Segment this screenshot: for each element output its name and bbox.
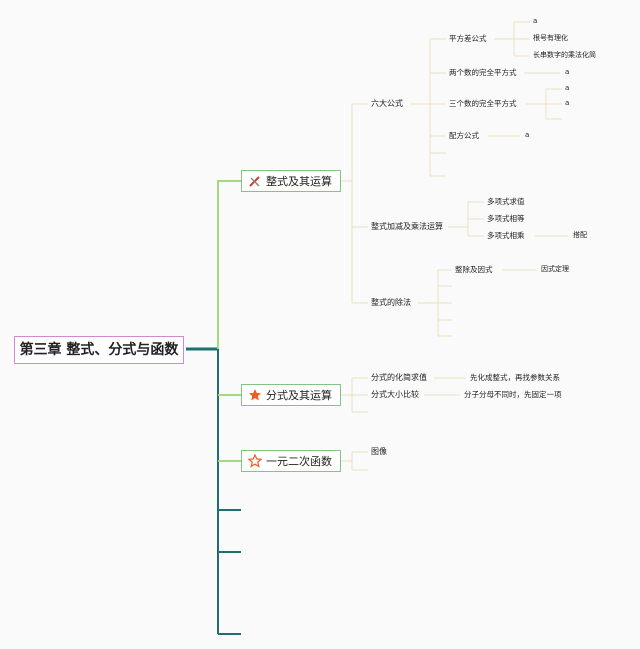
node-graph[interactable]: 图像 [371,447,387,456]
leaf-pairing[interactable]: 搭配 [573,231,587,239]
leaf-compare-hint[interactable]: 分子分母不同时，先固定一项 [464,390,562,399]
leaf-simplify-hint[interactable]: 先化成整式，再找参数关系 [470,373,560,382]
leaf-a[interactable]: a [533,17,538,25]
node-square-two[interactable]: 两个数的完全平方式 [449,68,517,77]
node-poly-equal[interactable]: 多项式相等 [487,214,525,223]
node-poly-eval[interactable]: 多项式求值 [487,197,525,206]
node-division[interactable]: 整式的除法 [371,298,411,307]
leaf-a[interactable]: a [565,68,570,76]
leaf-rationalize[interactable]: 根号有理化 [533,34,568,42]
leaf-a[interactable]: a [565,84,570,92]
star-outline-icon [248,454,262,468]
branch-quadratic[interactable]: 一元二次函数 [241,450,341,472]
node-complete-square[interactable]: 配方公式 [449,131,479,140]
branch-label: 整式及其运算 [266,174,332,188]
root-node[interactable]: 第三章 整式、分式与函数 [14,336,184,364]
node-poly-multiply[interactable]: 多项式相乘 [487,231,525,240]
leaf-a[interactable]: a [565,99,570,107]
node-square-three[interactable]: 三个数的完全平方式 [449,99,517,108]
pencil-ruler-icon [249,176,260,187]
node-six-formulas[interactable]: 六大公式 [371,99,403,108]
star-filled-icon [249,389,261,401]
node-add-mul[interactable]: 整式加减及乘法运算 [371,222,443,231]
leaf-long-multiply[interactable]: 长串数字的乘法化简 [533,51,596,59]
branch-label: 一元二次函数 [266,454,332,468]
leaf-factor-theorem[interactable]: 因式定理 [541,265,569,273]
leaf-a[interactable]: a [525,131,530,139]
node-divisible-factor[interactable]: 整除及因式 [455,265,493,274]
node-diff-squares[interactable]: 平方差公式 [449,34,487,43]
branch-label: 分式及其运算 [266,388,332,402]
node-fraction-simplify[interactable]: 分式的化简求值 [371,373,427,382]
node-fraction-compare[interactable]: 分式大小比较 [371,390,419,399]
branch-fraction-ops[interactable]: 分式及其运算 [241,384,341,406]
branch-integer-ops[interactable]: 整式及其运算 [241,170,341,192]
